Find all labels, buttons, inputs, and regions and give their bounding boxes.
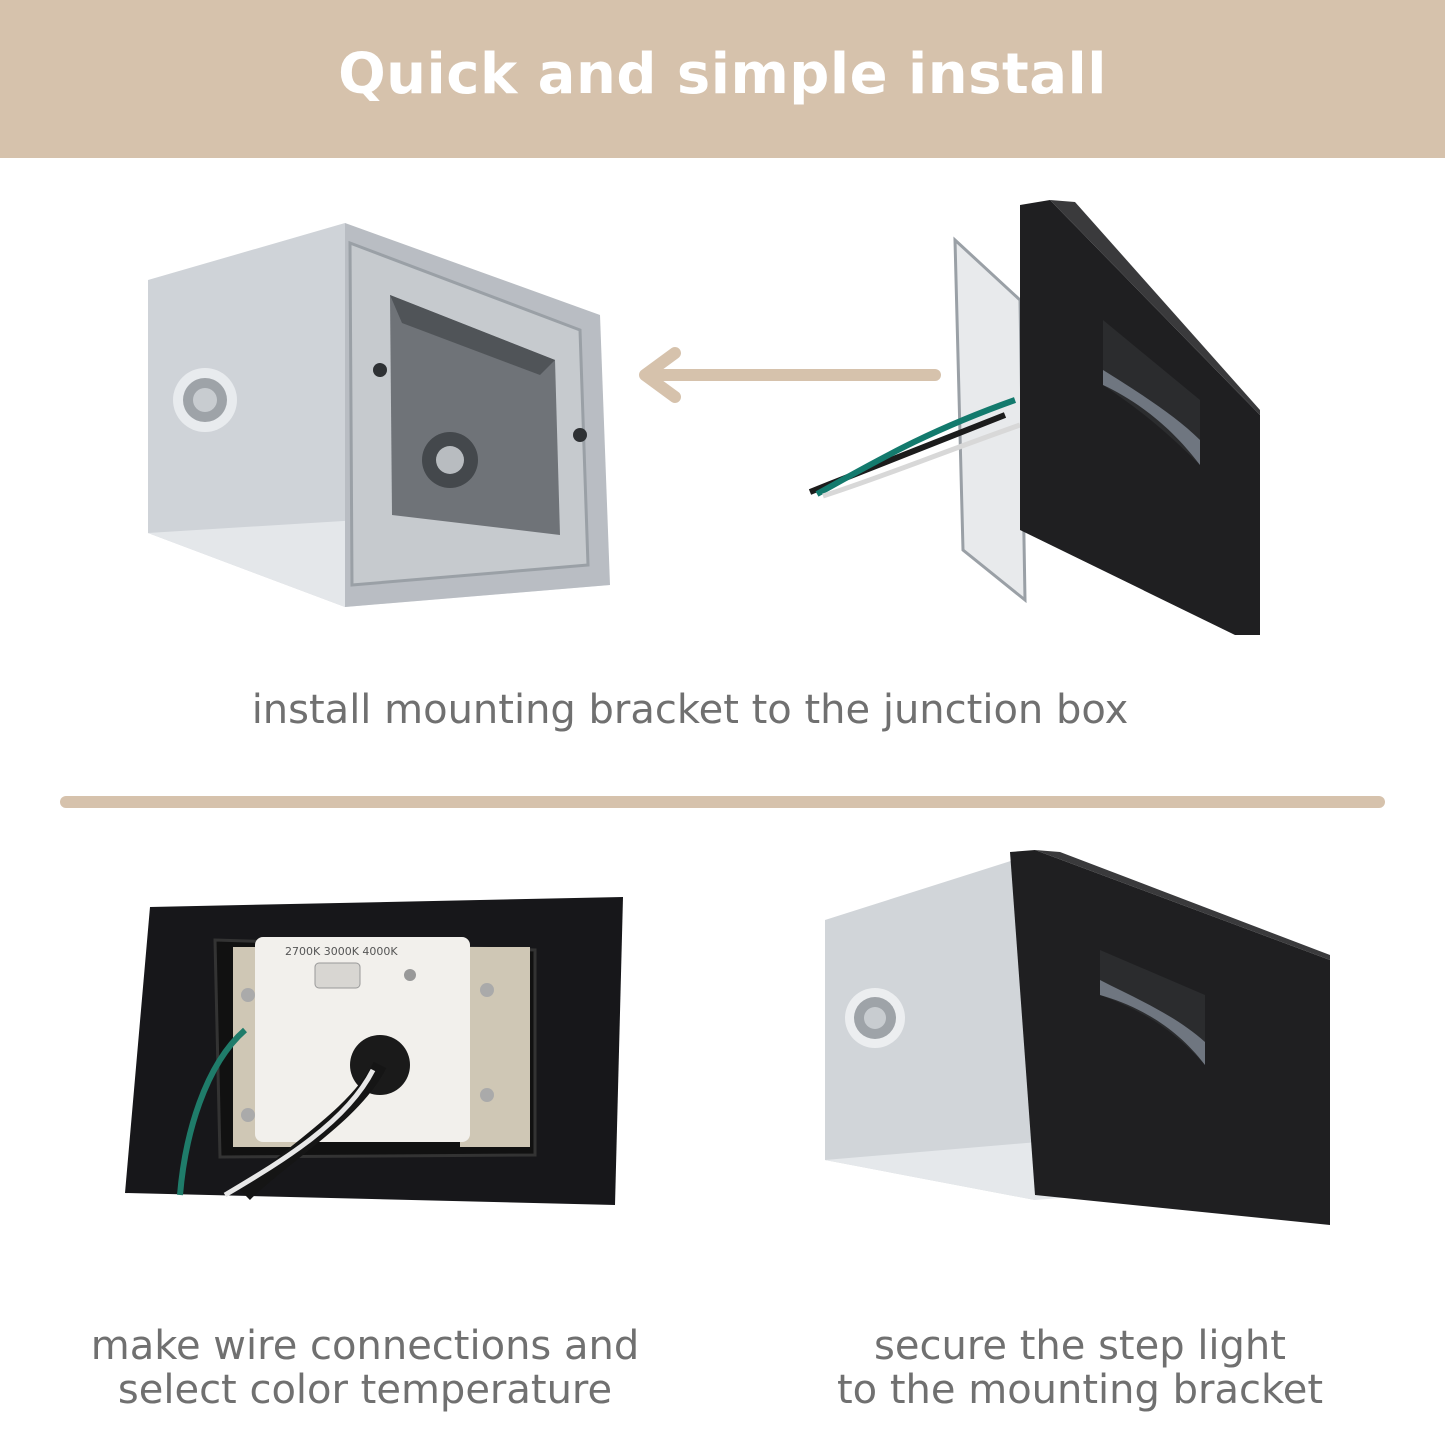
- section-divider: [60, 796, 1385, 808]
- junction-box-image: [148, 223, 610, 607]
- step2-caption: make wire connections and select color t…: [40, 1324, 690, 1412]
- step-light-with-bracket-image: [808, 200, 1260, 635]
- step3-caption: secure the step light to the mounting br…: [780, 1324, 1380, 1412]
- color-temperature-label: 2700K 3000K 4000K: [285, 945, 398, 958]
- step3-caption-line2: to the mounting bracket: [837, 1367, 1323, 1413]
- arrow-left-icon: [639, 347, 941, 403]
- header-banner: Quick and simple install: [0, 0, 1445, 158]
- step1-caption: install mounting bracket to the junction…: [251, 687, 1129, 733]
- step3-caption-line1: secure the step light: [874, 1323, 1286, 1369]
- driver-wiring-image: 2700K 3000K 4000K: [125, 897, 623, 1205]
- step2-caption-line1: make wire connections and: [90, 1323, 640, 1369]
- assembled-step-light-image: [825, 850, 1330, 1225]
- page-title: Quick and simple install: [338, 42, 1107, 107]
- step2-caption-line2: select color temperature: [117, 1367, 613, 1413]
